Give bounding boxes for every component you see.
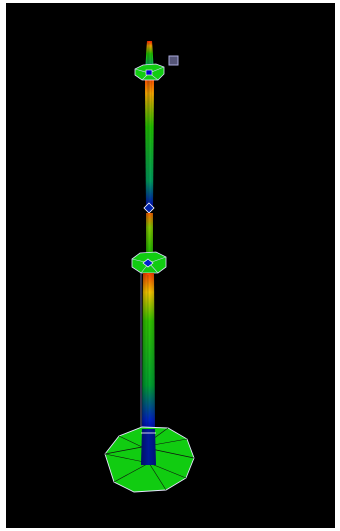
base-footing[interactable] xyxy=(104,426,195,493)
scene-canvas[interactable] xyxy=(6,3,335,528)
mast-middle-segment[interactable] xyxy=(146,213,153,261)
mast-lower-segment[interactable] xyxy=(140,273,155,433)
top-platform[interactable] xyxy=(134,63,165,81)
middle-platform[interactable] xyxy=(131,251,167,274)
square-handle-icon[interactable] xyxy=(168,55,179,66)
3d-viewport[interactable] xyxy=(6,3,335,528)
